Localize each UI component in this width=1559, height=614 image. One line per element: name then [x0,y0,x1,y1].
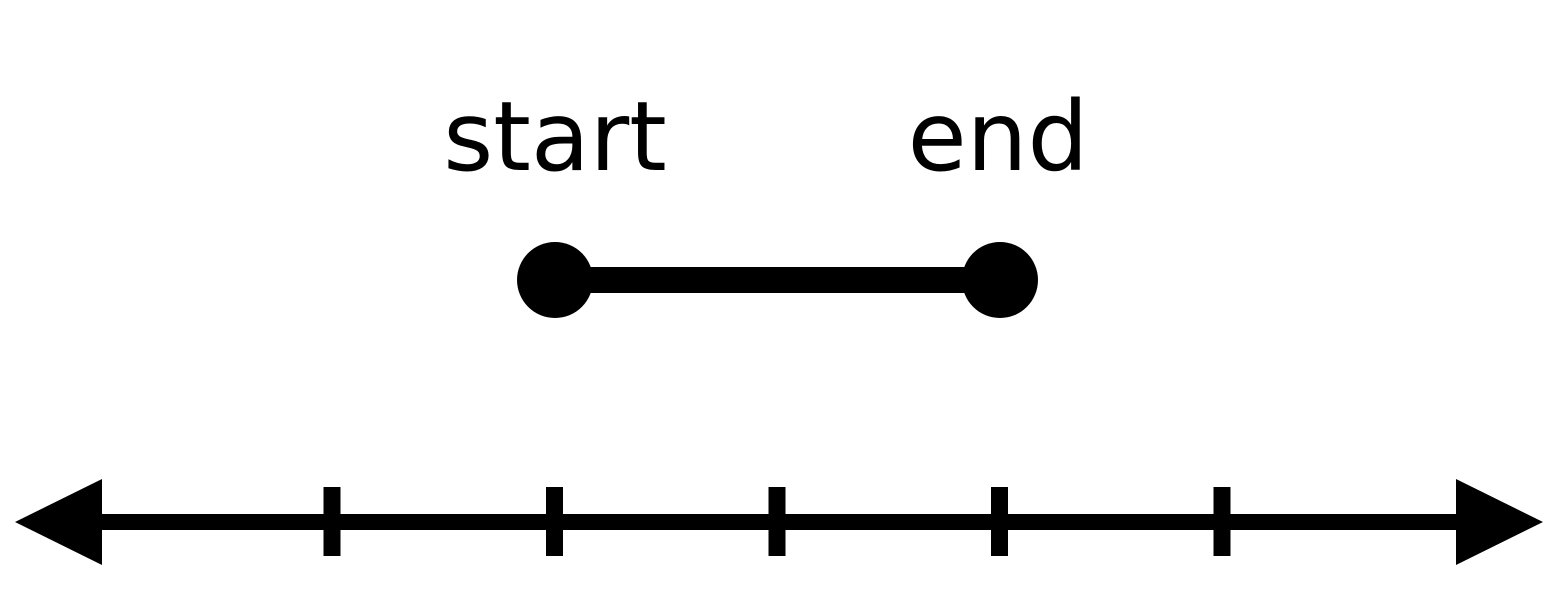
right-arrow-icon [1456,479,1543,565]
end-point [962,242,1038,318]
end-label: end [908,81,1089,193]
start-label: start [443,81,667,193]
start-point [517,242,593,318]
segment [517,242,1038,318]
tick-marks [323,487,1231,556]
left-arrow-icon [15,479,102,565]
number-line [15,479,1543,565]
